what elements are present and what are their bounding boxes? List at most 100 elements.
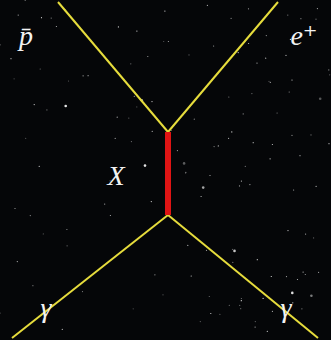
star [299, 155, 300, 156]
star [130, 63, 131, 64]
star [239, 305, 240, 306]
star [128, 118, 129, 119]
star [131, 141, 132, 142]
star [272, 311, 273, 312]
star [67, 245, 68, 246]
star [267, 331, 268, 332]
star [318, 272, 319, 273]
star [213, 45, 214, 46]
star [329, 74, 330, 75]
star [300, 18, 301, 19]
star [151, 101, 152, 102]
star [257, 259, 258, 260]
star [291, 135, 292, 136]
star [228, 138, 229, 139]
star [316, 186, 317, 187]
star [251, 93, 252, 94]
star [319, 98, 322, 101]
star [188, 54, 189, 55]
star [32, 285, 33, 286]
star [133, 308, 134, 309]
star [187, 245, 188, 246]
star [88, 75, 89, 76]
star [229, 305, 230, 306]
star [305, 274, 306, 275]
star [0, 44, 1, 45]
positron-line [168, 2, 278, 132]
star [117, 117, 118, 118]
star [162, 294, 163, 295]
star [110, 215, 111, 216]
star [25, 138, 26, 139]
star [154, 274, 155, 275]
star [168, 41, 169, 42]
star [239, 185, 240, 186]
star [39, 166, 40, 167]
star [68, 80, 69, 81]
star [303, 272, 304, 273]
photon-line [168, 215, 318, 338]
star [328, 143, 329, 144]
star [191, 275, 192, 276]
star [25, 0, 26, 1]
star [51, 18, 52, 19]
star [291, 79, 292, 80]
star [256, 63, 257, 64]
star [268, 81, 269, 82]
star [0, 313, 1, 314]
star [104, 204, 105, 205]
star [328, 69, 329, 70]
particle-lines [12, 2, 318, 338]
star [17, 261, 18, 262]
star [277, 112, 278, 113]
star [218, 145, 219, 146]
x-propagator [165, 132, 171, 215]
star [163, 41, 164, 42]
star [231, 131, 232, 132]
photon-line [12, 215, 168, 338]
star [297, 279, 298, 280]
star [232, 262, 233, 263]
star [228, 96, 229, 97]
star [310, 134, 311, 135]
star [270, 82, 271, 83]
star [310, 294, 313, 297]
star [263, 298, 264, 299]
x-boson-label: X [107, 162, 124, 190]
star [152, 131, 153, 132]
star [14, 208, 15, 209]
star [265, 58, 266, 59]
star [62, 329, 63, 330]
star [177, 150, 178, 151]
photon-label: γ [40, 294, 51, 322]
star [249, 184, 250, 185]
star [18, 15, 19, 16]
star [206, 250, 207, 251]
star [287, 15, 288, 16]
star [214, 146, 215, 147]
star [147, 56, 148, 57]
star [56, 26, 57, 27]
star [248, 43, 249, 44]
star [292, 302, 293, 303]
star [82, 291, 83, 292]
star [66, 229, 67, 230]
star [202, 186, 205, 189]
star [10, 58, 11, 59]
star [272, 144, 273, 145]
star [266, 35, 267, 36]
star [185, 172, 186, 173]
star [240, 308, 241, 309]
star [83, 75, 84, 76]
star [164, 11, 165, 12]
antiproton-line [58, 2, 168, 132]
star [313, 237, 314, 238]
star [219, 314, 220, 315]
star [43, 233, 44, 234]
star [115, 138, 116, 139]
star [271, 276, 272, 277]
star [233, 250, 236, 253]
star [34, 104, 35, 105]
star [201, 196, 202, 197]
